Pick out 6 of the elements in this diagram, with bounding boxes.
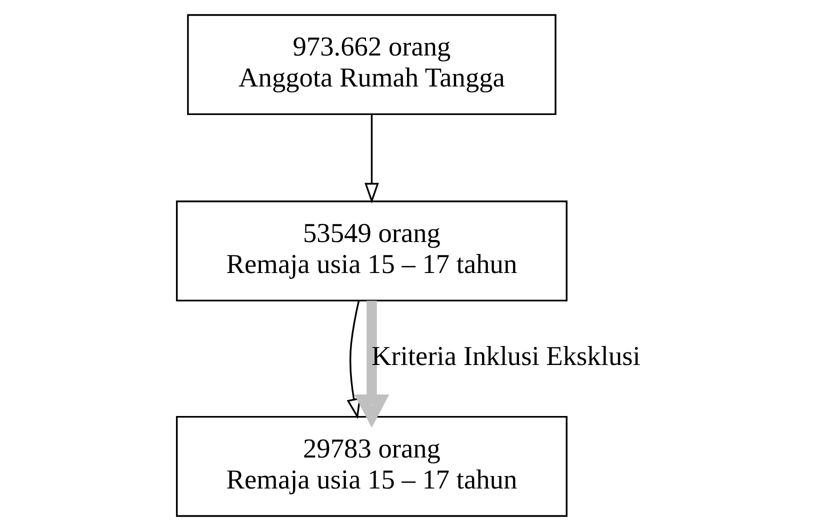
node-box: 53549 orang Remaja usia 15 – 17 tahun <box>175 200 567 302</box>
edge-label: Kriteria Inklusi Eksklusi <box>371 341 640 372</box>
arrow <box>364 114 378 204</box>
arrow <box>354 300 389 428</box>
node-box: 973.662 orang Anggota Rumah Tangga <box>186 14 556 116</box>
node-box: 29783 orang Remaja usia 15 – 17 tahun <box>175 416 567 517</box>
